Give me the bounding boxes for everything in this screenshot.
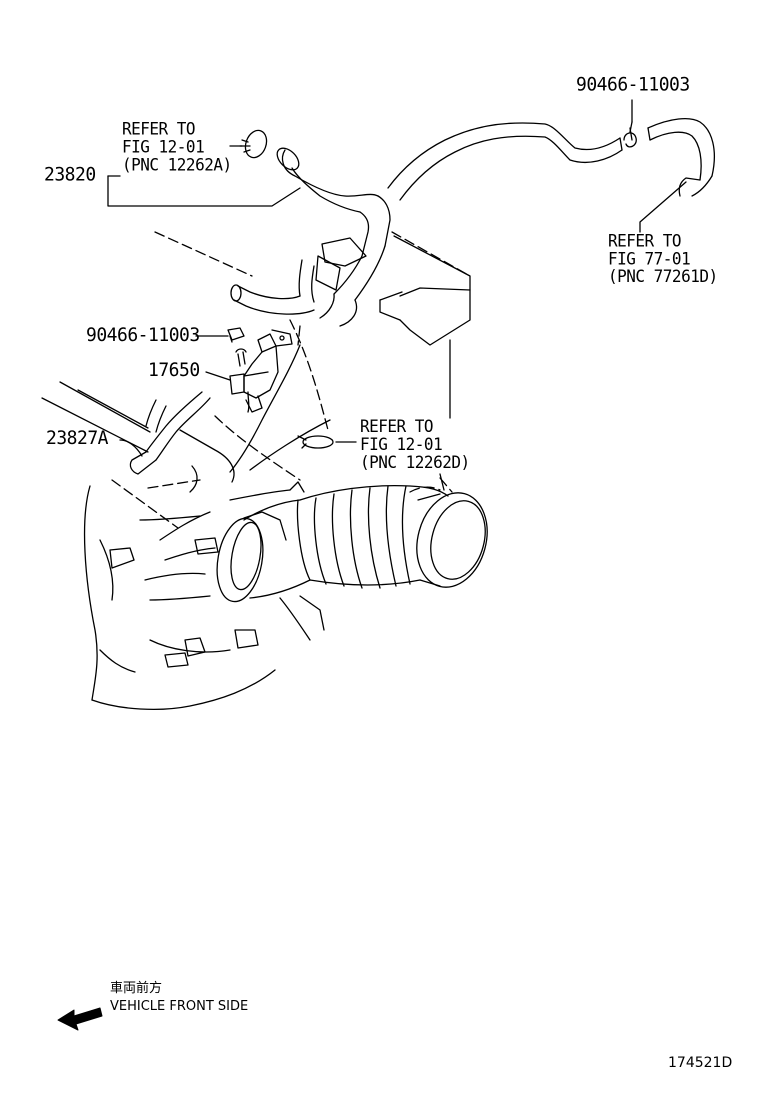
air-intake-hose	[159, 481, 488, 641]
callout-vsv[interactable]: 17650	[148, 359, 200, 382]
callout-hose-main[interactable]: 23820	[44, 163, 96, 186]
illustration-code: 174521D	[668, 1055, 733, 1071]
vehicle-front-arrow	[57, 1007, 103, 1031]
refer-fig12a-line3[interactable]: (PNC 12262A)	[122, 154, 232, 175]
callout-leaders	[107, 145, 445, 491]
refer-fig12d-line1[interactable]: REFER TO	[360, 416, 434, 437]
callout-hose-small[interactable]: 23827A	[46, 427, 109, 450]
grommet-12262a	[239, 129, 268, 159]
callout-clip-left[interactable]: 90466-11003	[86, 324, 200, 347]
vsv-17650	[229, 329, 293, 413]
vacuum-hose-left-section	[230, 147, 391, 327]
refer-fig12d-line2[interactable]: FIG 12-01	[360, 434, 443, 455]
refer-fig12a-line2[interactable]: FIG 12-01	[122, 136, 205, 157]
engine-outline	[41, 344, 331, 711]
vehicle-front-label: VEHICLE FRONT SIDE	[110, 999, 249, 1014]
refer-fig77-line1[interactable]: REFER TO	[608, 230, 682, 251]
vacuum-hose-23820	[387, 117, 715, 201]
hose-clip-top-right	[623, 121, 637, 148]
vehicle-front-label-jp: 車両前方	[110, 981, 163, 996]
refer-fig77-line3[interactable]: (PNC 77261D)	[608, 266, 718, 287]
hose-clip-left	[227, 327, 245, 343]
hose-23827a	[129, 391, 211, 475]
refer-fig12a-line1[interactable]: REFER TO	[122, 118, 196, 139]
refer-fig12d-line3[interactable]: (PNC 12262D)	[360, 452, 470, 473]
grommet-12262d	[297, 435, 334, 449]
callout-clip-top-right[interactable]: 90466-11003	[576, 73, 690, 96]
refer-fig77-line2[interactable]: FIG 77-01	[608, 248, 691, 269]
canister-bracket	[379, 235, 471, 419]
